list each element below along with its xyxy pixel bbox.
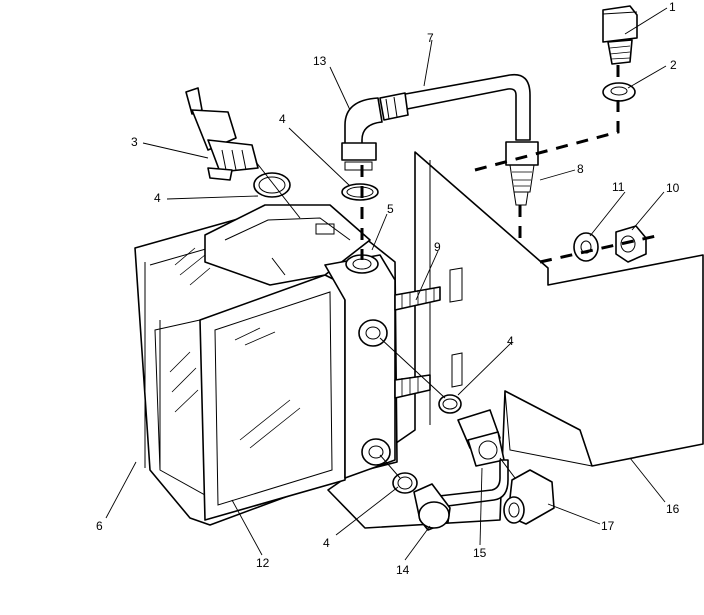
elbow-fitting-lower bbox=[413, 483, 451, 531]
callout-14: 14 bbox=[396, 563, 410, 577]
elbow-fitting-upper bbox=[341, 97, 383, 171]
callout-11: 11 bbox=[612, 180, 625, 194]
o-ring-middle bbox=[438, 394, 462, 414]
callout-1: 1 bbox=[669, 0, 676, 14]
nut bbox=[615, 225, 647, 263]
callout-13: 13 bbox=[313, 54, 327, 68]
callout-7: 7 bbox=[427, 31, 434, 45]
callout-12: 12 bbox=[256, 556, 270, 570]
elbow-fitting-right bbox=[503, 469, 555, 525]
callout-8: 8 bbox=[577, 162, 584, 176]
callout-4: 4 bbox=[154, 191, 161, 205]
callout-6: 6 bbox=[96, 519, 103, 533]
hose-fitting bbox=[505, 141, 539, 206]
o-ring-valve bbox=[253, 172, 291, 198]
o-ring-lower bbox=[392, 472, 418, 494]
callout-16: 16 bbox=[666, 502, 680, 516]
drain-valve bbox=[185, 87, 259, 181]
callout-10: 10 bbox=[666, 181, 680, 195]
tank-front-panel bbox=[199, 274, 346, 521]
callout-3: 3 bbox=[131, 135, 138, 149]
callout-17: 17 bbox=[601, 519, 615, 533]
leader-lines bbox=[105, 7, 668, 561]
mounting-studs bbox=[394, 286, 441, 399]
callout-4: 4 bbox=[507, 334, 514, 348]
washer-upper bbox=[602, 82, 636, 102]
side-manifold bbox=[324, 254, 396, 479]
o-ring-upper bbox=[341, 183, 379, 201]
callout-5: 5 bbox=[387, 202, 394, 216]
washer-lower bbox=[573, 232, 599, 262]
return-pipe bbox=[429, 459, 509, 509]
callout-4: 4 bbox=[323, 536, 330, 550]
callout-labels: 1 2 3 4 4 4 4 5 6 7 8 9 10 11 12 13 14 1… bbox=[96, 0, 680, 577]
callout-15: 15 bbox=[473, 546, 487, 560]
bolt bbox=[602, 5, 638, 65]
alignment-lines bbox=[255, 65, 657, 479]
mounting-bracket bbox=[327, 151, 704, 529]
callout-9: 9 bbox=[434, 240, 441, 254]
callout-4: 4 bbox=[279, 112, 286, 126]
callout-2: 2 bbox=[670, 58, 677, 72]
tube-assembly bbox=[379, 73, 531, 141]
